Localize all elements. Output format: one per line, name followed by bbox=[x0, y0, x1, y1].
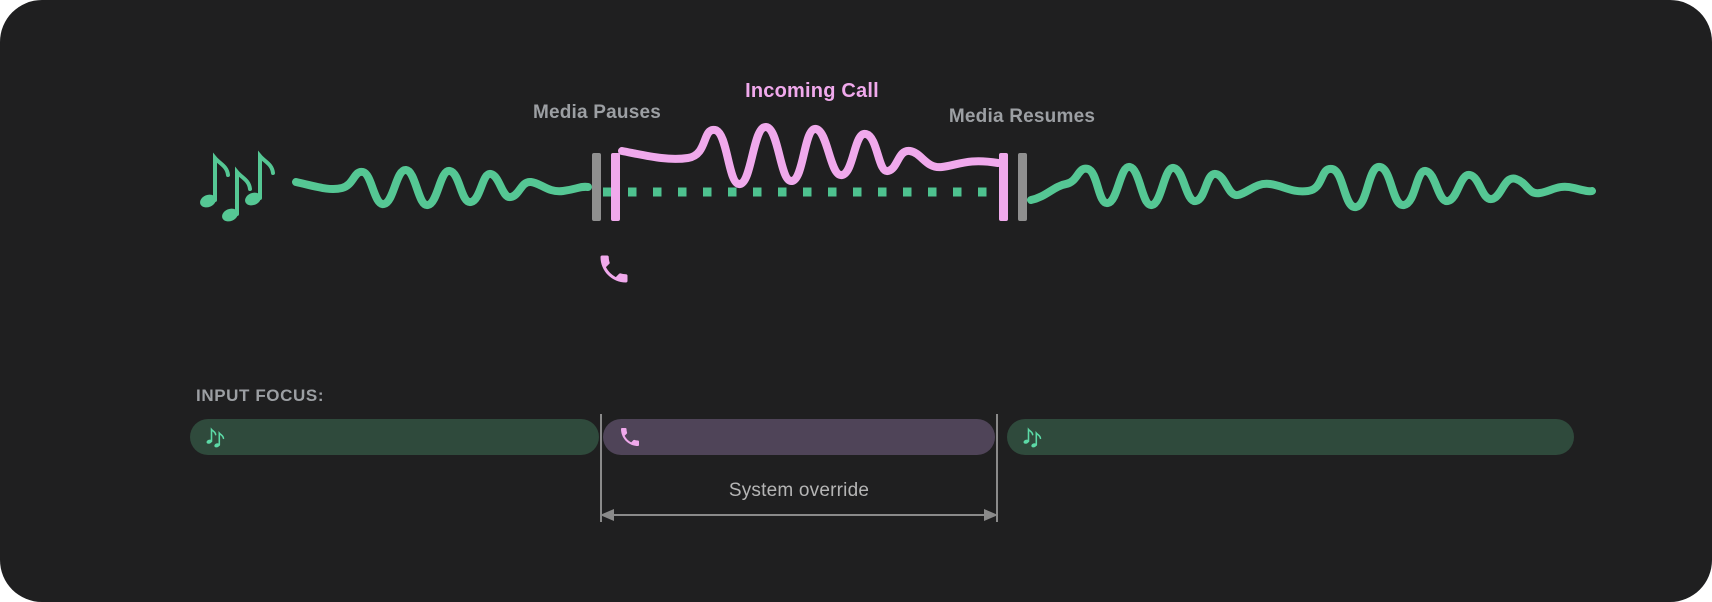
override-guide-right bbox=[996, 414, 998, 522]
media-resumes-label: Media Resumes bbox=[948, 106, 1096, 127]
media-wave-before bbox=[292, 166, 592, 209]
input-focus-heading: INPUT FOCUS: bbox=[196, 386, 325, 405]
override-guide-left bbox=[600, 414, 602, 522]
system-override-label: System override bbox=[728, 480, 870, 501]
system-override-arrow bbox=[600, 509, 998, 521]
media-resume-marker bbox=[1018, 153, 1027, 221]
call-end-marker bbox=[999, 153, 1008, 221]
incoming-call-label: Incoming Call bbox=[745, 80, 879, 102]
music-notes-icon bbox=[200, 150, 275, 222]
media-pauses-label: Media Pauses bbox=[532, 102, 662, 123]
focus-segment-media-after bbox=[1007, 419, 1574, 455]
phone-icon bbox=[600, 255, 628, 283]
music-notes-icon bbox=[206, 427, 225, 448]
music-notes-icon bbox=[1023, 427, 1042, 448]
focus-segment-media-before bbox=[190, 419, 599, 455]
call-wave bbox=[618, 123, 1002, 188]
media-pause-marker bbox=[592, 153, 601, 221]
focus-segment-call bbox=[603, 419, 995, 455]
media-wave-after bbox=[1027, 163, 1596, 211]
phone-icon bbox=[621, 428, 639, 446]
call-start-marker bbox=[611, 153, 620, 221]
